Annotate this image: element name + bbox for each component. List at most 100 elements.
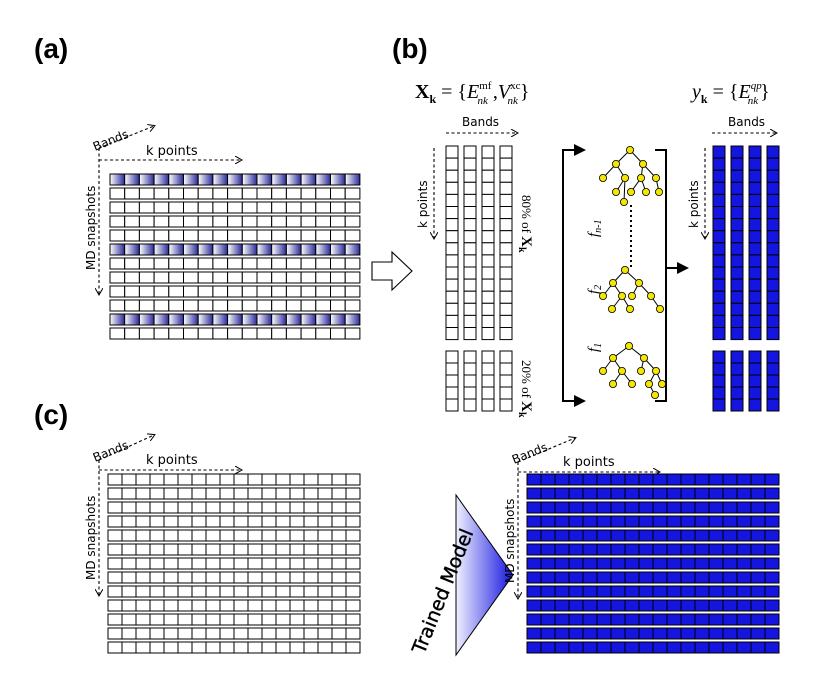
- grid-cell: [624, 529, 640, 542]
- grid-cell: [177, 529, 193, 542]
- grid-cell: [481, 145, 495, 159]
- grid-cell: [247, 613, 263, 626]
- grid-cell: [153, 243, 170, 256]
- grid-cell: [317, 515, 333, 528]
- tree-node: [612, 159, 621, 168]
- tree-node: [612, 187, 621, 196]
- grid-cell: [271, 285, 287, 298]
- grid-cell: [748, 374, 762, 388]
- grid-cell: [554, 543, 570, 556]
- grid-cell: [766, 193, 780, 207]
- grid-cell: [285, 243, 302, 256]
- grid-cell: [317, 613, 333, 626]
- grid-cell: [135, 571, 151, 584]
- grid-cell: [197, 327, 214, 340]
- grid-cell: [694, 473, 710, 486]
- grid-cell: [247, 571, 263, 584]
- grid-cell: [138, 201, 155, 214]
- grid-cell: [596, 543, 612, 556]
- grid-cell: [730, 266, 744, 280]
- grid-cell: [205, 529, 221, 542]
- grid-cell: [463, 278, 477, 292]
- grid-cell: [666, 585, 682, 598]
- grid-cell: [610, 585, 626, 598]
- grid-cell: [540, 599, 556, 612]
- grid-cell: [481, 290, 495, 304]
- grid-cell: [163, 501, 179, 514]
- grid-cell: [330, 201, 346, 214]
- grid-cell: [247, 487, 263, 500]
- grid-cell: [445, 302, 459, 316]
- grid-cell: [624, 613, 640, 626]
- grid-cell: [481, 218, 495, 232]
- tree-node: [647, 291, 656, 300]
- grid-cell: [730, 181, 744, 195]
- grid-cell: [303, 627, 319, 640]
- grid-cell: [750, 557, 766, 570]
- grid-cell: [463, 290, 477, 304]
- grid-cell: [107, 515, 123, 528]
- grid-cell: [124, 257, 140, 270]
- grid-cell: [168, 313, 185, 326]
- grid-cell: [764, 613, 780, 626]
- grid-cell: [582, 585, 598, 598]
- grid-cell: [540, 627, 556, 640]
- grid-cell: [750, 571, 766, 584]
- grid-cell: [481, 350, 495, 364]
- grid-cell: [540, 515, 556, 528]
- grid-cell: [596, 585, 612, 598]
- grid-cell: [219, 571, 235, 584]
- grid-cell: [183, 187, 199, 200]
- grid-cell: [168, 243, 185, 256]
- grid-cell: [285, 215, 302, 228]
- grid-cell: [730, 290, 744, 304]
- grid-cell: [168, 271, 185, 284]
- grid-cell: [638, 501, 654, 514]
- grid-cell: [149, 529, 165, 542]
- grid-cell: [109, 173, 126, 186]
- grid-cell: [149, 473, 165, 486]
- grid-cell: [526, 557, 542, 570]
- grid-cell: [261, 571, 277, 584]
- grid-cell: [177, 585, 193, 598]
- grid-cell: [303, 529, 319, 542]
- grid-cell: [275, 473, 291, 486]
- grid-cell: [730, 350, 744, 364]
- grid-cell: [331, 599, 347, 612]
- grid-cell: [652, 627, 668, 640]
- grid-cell: [624, 627, 640, 640]
- grid-cell: [499, 157, 513, 171]
- grid-cell: [748, 193, 762, 207]
- grid-cell: [730, 193, 744, 207]
- grid-cell: [285, 313, 302, 326]
- grid-cell: [736, 599, 752, 612]
- grid-cell: [124, 327, 140, 340]
- grid-cell: [712, 145, 726, 159]
- grid-cell: [241, 173, 258, 186]
- tree-node: [655, 187, 664, 196]
- grid-cell: [736, 501, 752, 514]
- grid-cell: [315, 327, 331, 340]
- grid-cell: [344, 201, 361, 214]
- grid-cell: [708, 641, 724, 654]
- grid-cell: [712, 362, 726, 376]
- grid-cell: [694, 557, 710, 570]
- grid-cell: [712, 242, 726, 256]
- tree-node: [618, 291, 627, 300]
- kpoints-label-b-out: k points: [687, 180, 701, 228]
- grid-cell: [289, 487, 305, 500]
- grid-cell: [183, 201, 199, 214]
- grid-cell: [153, 229, 170, 242]
- grid-cell: [730, 206, 744, 220]
- grid-cell: [285, 271, 302, 284]
- grid-cell: [289, 641, 305, 654]
- grid-cell: [219, 627, 235, 640]
- grid-cell: [652, 599, 668, 612]
- grid-cell: [124, 271, 140, 284]
- panel-label-a: (a): [34, 33, 68, 64]
- grid-cell: [766, 362, 780, 376]
- grid-cell: [526, 473, 542, 486]
- grid-cell: [750, 599, 766, 612]
- grid-cell: [233, 641, 249, 654]
- tree-label-top: fn-1: [586, 219, 604, 237]
